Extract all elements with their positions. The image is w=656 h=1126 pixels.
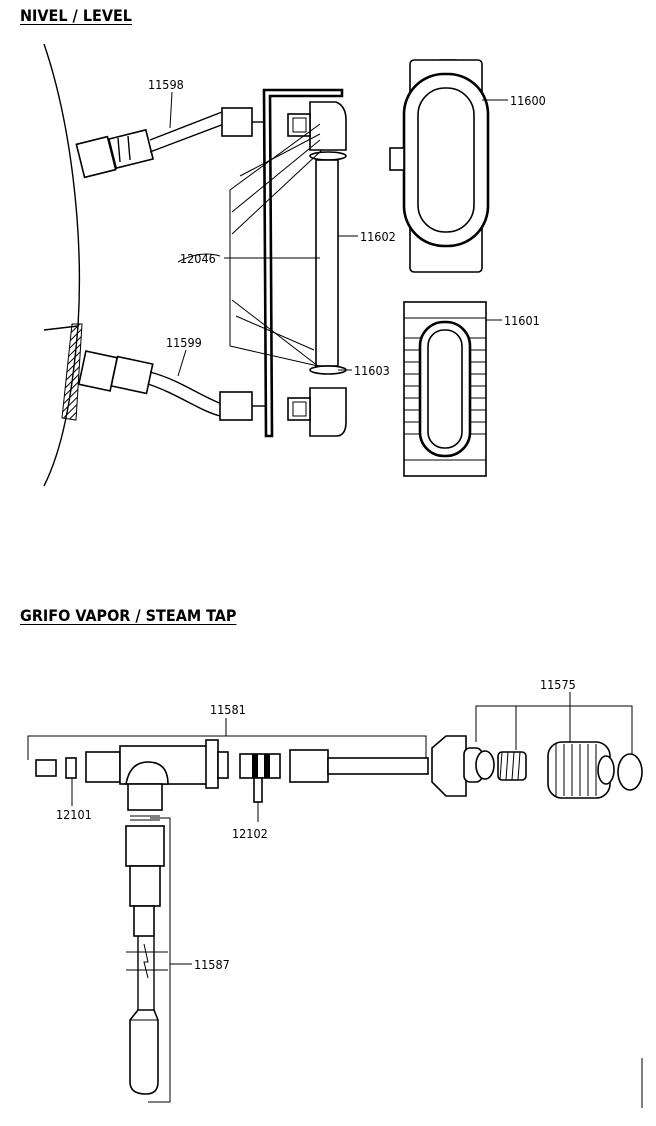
label-11575: 11575 [540, 677, 576, 692]
label-11601: 11601 [504, 313, 540, 328]
upper-pipe-11598 [149, 107, 266, 153]
lower-fitting [77, 350, 154, 395]
strike-mark [177, 253, 221, 263]
mounting-bracket [262, 88, 344, 438]
boiler-wall [43, 43, 83, 487]
tap-knob-parts-11575 [431, 735, 643, 799]
label-11598: 11598 [148, 77, 184, 92]
bracket-11587 [148, 817, 192, 1103]
label-12101: 12101 [56, 807, 92, 822]
steam-tap-section-title: GRIFO VAPOR / STEAM TAP [20, 606, 237, 625]
label-12046: 12046 [180, 251, 216, 266]
label-11581: 11581 [210, 702, 246, 717]
label-11600: 11600 [510, 93, 546, 108]
bracket-11575 [475, 692, 633, 756]
level-section-title: NIVEL / LEVEL [20, 6, 132, 25]
sight-glass-assembly [287, 101, 347, 437]
tube-11587 [125, 783, 168, 1095]
label-11599: 11599 [166, 335, 202, 350]
label-11603: 11603 [354, 363, 390, 378]
label-11587: 11587 [194, 957, 230, 972]
level-leader-lines [169, 91, 508, 377]
lower-pipe-11599 [147, 371, 266, 421]
gauge-window-11601 [403, 301, 487, 477]
label-12102: 12102 [232, 826, 268, 841]
sight-glass-guard-lines [229, 123, 323, 367]
gauge-cover-11600 [389, 59, 490, 273]
label-11602: 11602 [360, 229, 396, 244]
steam-leader-lines [71, 778, 643, 1108]
valve-body [35, 739, 429, 803]
bracket-11581 [27, 718, 427, 760]
upper-fitting [75, 128, 155, 179]
